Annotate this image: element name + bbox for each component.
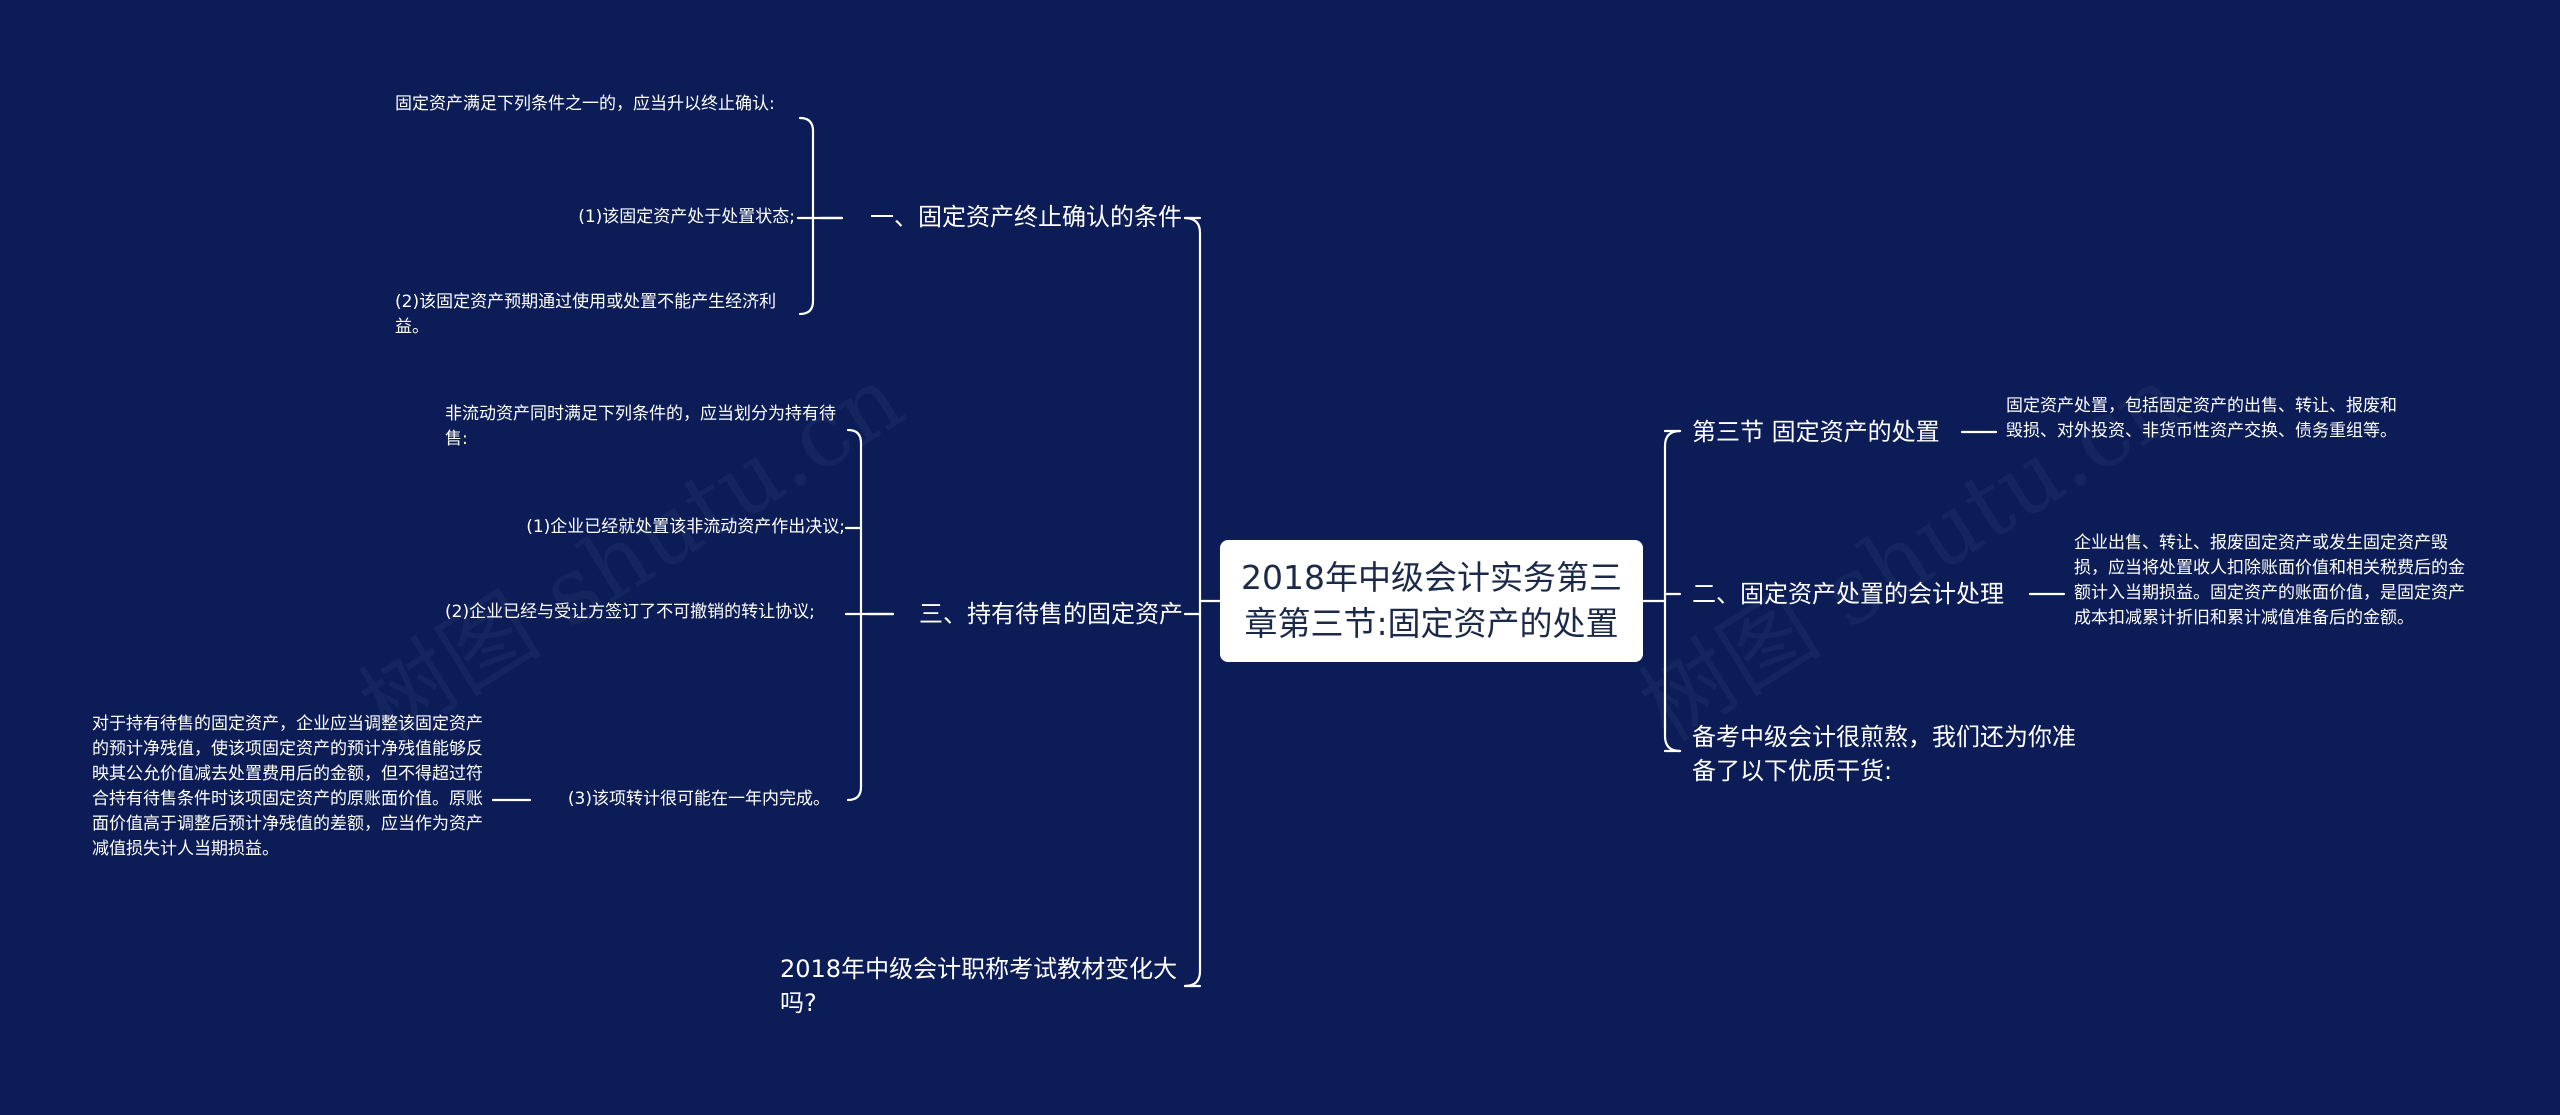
left-b1-child-2[interactable]: (1)该固定资产处于处置状态; <box>578 207 795 227</box>
root-node[interactable]: 2018年中级会计实务第三章第三节:固定资产的处置 <box>1220 540 1643 662</box>
right-branch-2-accounting[interactable]: 二、固定资产处置的会计处理 <box>1692 580 2004 608</box>
left-b2-child-4[interactable]: (3)该项转计很可能在一年内完成。 <box>567 789 830 809</box>
right-b1-detail[interactable]: 固定资产处置，包括固定资产的出售、转让、报废和毁损、对外投资、非货币性资产交换、… <box>2006 396 2397 441</box>
right-trunk-bracket <box>1663 429 1682 753</box>
right-b2-detail[interactable]: 企业出售、转让、报废固定资产或发生固定资产毁损，应当将处置收人扣除账面价值和相关… <box>2074 533 2465 628</box>
left-branch-2-held-for-sale[interactable]: 三、持有待售的固定资产 <box>919 600 1183 628</box>
left-b2-child-2[interactable]: (1)企业已经就处置该非流动资产作出决议; <box>526 517 845 537</box>
right-branch-3-study-materials[interactable]: 备考中级会计很煎熬，我们还为你准备了以下优质干货: <box>1692 723 2076 785</box>
left-branch-1-termination-conditions[interactable]: 一、固定资产终止确认的条件 <box>870 203 1182 231</box>
left-trunk-bracket <box>1183 216 1202 988</box>
right-branch-1-section-three[interactable]: 第三节 固定资产的处置 <box>1692 418 1940 446</box>
left-b1-child-1[interactable]: 固定资产满足下列条件之一的，应当升以终止确认: <box>395 94 775 114</box>
left-b2-child-1[interactable]: 非流动资产同时满足下列条件的，应当划分为持有待售: <box>445 404 836 449</box>
left-b2-detail[interactable]: 对于持有待售的固定资产，企业应当调整该固定资产的预计净残值，使该项固定资产的预计… <box>92 714 483 859</box>
left-b2-child-3[interactable]: (2)企业已经与受让方签订了不可撤销的转让协议; <box>445 602 815 622</box>
left-branch-3-exam-changes[interactable]: 2018年中级会计职称考试教材变化大吗? <box>780 955 1178 1017</box>
left-b1-bracket <box>798 116 815 316</box>
left-b1-child-3[interactable]: (2)该固定资产预期通过使用或处置不能产生经济利益。 <box>395 292 777 337</box>
